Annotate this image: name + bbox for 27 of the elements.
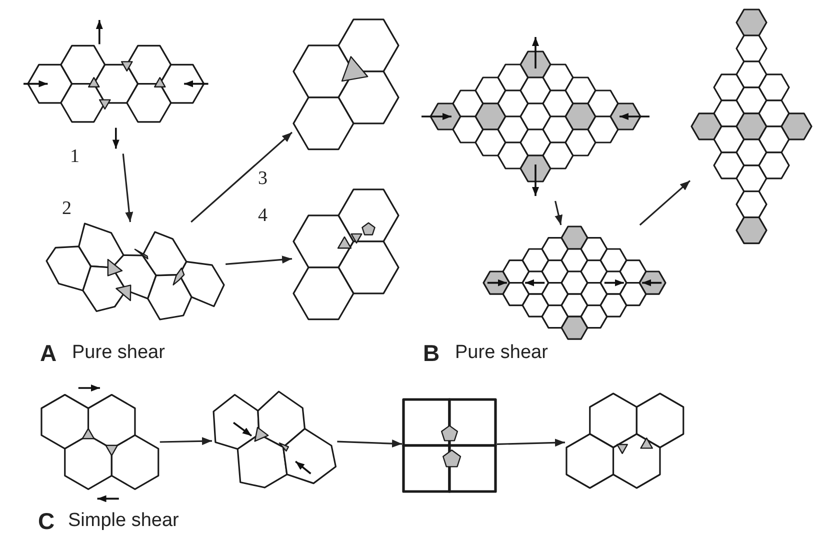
arrow — [160, 437, 212, 446]
stage-number: 4 — [258, 205, 268, 227]
grain-aggregate-drawing — [292, 188, 400, 321]
stage-number: 3 — [258, 168, 268, 190]
arrow — [190, 132, 293, 223]
panel-letter: B — [423, 340, 440, 367]
panel-caption: Simple shear — [68, 510, 179, 532]
stage-number: 2 — [62, 198, 72, 220]
grain-aggregate-drawing — [565, 392, 685, 490]
arrow — [554, 200, 563, 226]
panel-caption: Pure shear — [455, 342, 548, 364]
panel-letter: A — [40, 340, 57, 367]
grain-aggregate-drawing — [482, 225, 667, 341]
grain-aggregate-drawing — [212, 390, 338, 489]
panel-caption: Pure shear — [72, 342, 165, 364]
grain-aggregate-drawing — [40, 383, 160, 504]
grain-aggregate-drawing — [402, 398, 497, 493]
stage-number: 1 — [70, 146, 80, 168]
arrow — [226, 256, 292, 265]
arrow — [337, 440, 402, 448]
panel-letter: C — [38, 508, 55, 535]
grain-aggregate-drawing — [690, 8, 813, 245]
arrow — [122, 154, 134, 222]
arrow — [639, 180, 691, 226]
arrow — [496, 438, 566, 447]
grain-aggregate-drawing — [45, 222, 226, 321]
grain-aggregate-drawing — [292, 18, 400, 151]
